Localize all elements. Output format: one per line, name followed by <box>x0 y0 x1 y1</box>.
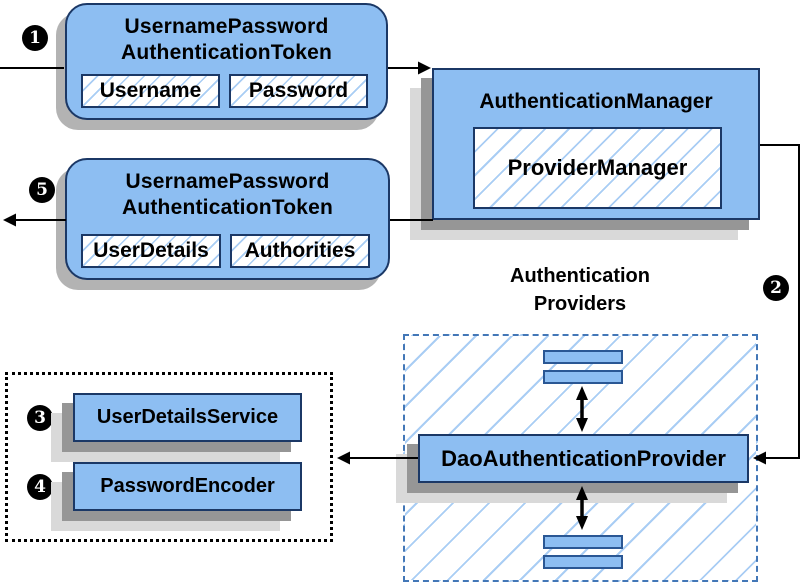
user-details-service-box: UserDetailsService <box>73 393 302 442</box>
result-token-box: UsernamePassword AuthenticationToken Use… <box>65 158 390 280</box>
request-token-box: UsernamePassword AuthenticationToken Use… <box>65 3 388 120</box>
authentication-providers-label-line2: Providers <box>533 293 627 315</box>
password-field-box: Password <box>229 74 368 108</box>
password-encoder-box: PasswordEncoder <box>73 462 302 511</box>
step-4-marker: 4 <box>27 474 53 500</box>
step-1-marker: 1 <box>22 25 48 51</box>
authentication-providers-label: Authentication Providers <box>430 262 730 318</box>
step-3-marker: 3 <box>27 405 53 431</box>
request-token-fields: Username Password <box>81 74 368 108</box>
authorities-field-box: Authorities <box>230 234 370 268</box>
provider-placeholder-bar-top-2 <box>543 370 623 384</box>
request-token-title-line2: AuthenticationToken <box>120 41 333 64</box>
result-token-title-line2: AuthenticationToken <box>121 196 334 219</box>
request-token-title-line1: UsernamePassword <box>124 15 329 38</box>
provider-placeholder-bar-top-1 <box>543 350 623 364</box>
result-token-title: UsernamePassword AuthenticationToken <box>67 160 388 221</box>
token-to-manager-arrow <box>388 61 431 75</box>
provider-placeholder-bar-bottom-2 <box>543 555 623 569</box>
authentication-manager-box: AuthenticationManager ProviderManager <box>432 68 760 220</box>
result-token-fields: UserDetails Authorities <box>81 234 370 268</box>
result-outgoing-arrow <box>3 213 66 227</box>
step-5-marker: 5 <box>29 177 55 203</box>
provider-placeholder-bar-bottom-1 <box>543 535 623 549</box>
request-token-title: UsernamePassword AuthenticationToken <box>67 5 386 66</box>
authentication-providers-label-line1: Authentication <box>510 265 650 287</box>
collaborators-group-box <box>5 372 333 542</box>
dao-authentication-provider-box: DaoAuthenticationProvider <box>418 434 749 483</box>
username-field-box: Username <box>81 74 220 108</box>
authentication-manager-title: AuthenticationManager <box>479 90 713 113</box>
result-token-title-line1: UsernamePassword <box>125 170 330 193</box>
provider-manager-box: ProviderManager <box>473 127 722 209</box>
userdetails-field-box: UserDetails <box>81 234 221 268</box>
step-2-marker: 2 <box>763 275 789 301</box>
